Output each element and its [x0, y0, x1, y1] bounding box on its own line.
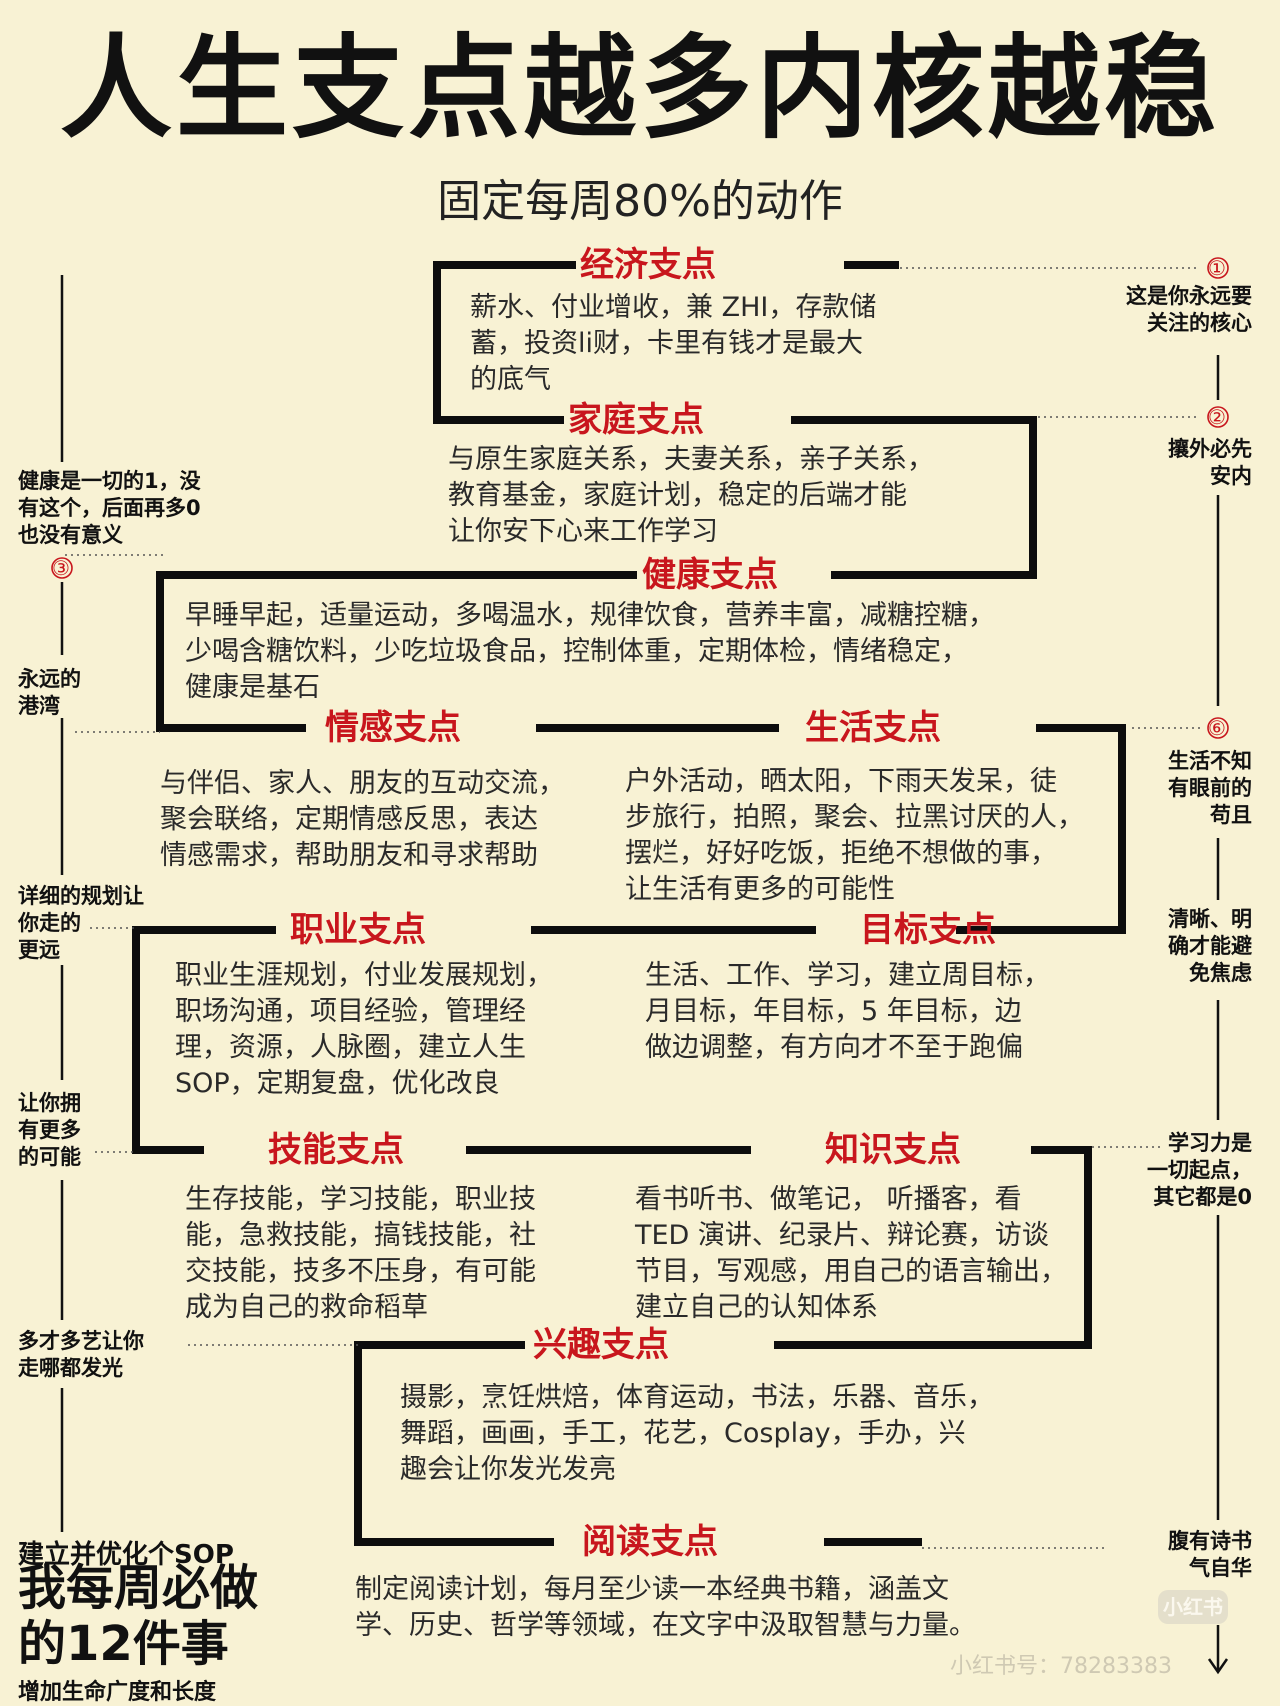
pivot-desc-interest: 摄影，烹饪烘焙，体育运动，书法，乐器、音乐， 舞蹈，画画，手工，花艺，Cospl…: [400, 1382, 994, 1485]
pivot-desc-emotion: 与伴侣、家人、朋友的互动交流， 聚会联络，定期情感反思，表达 情感需求，帮助朋友…: [160, 768, 565, 871]
pivot-desc-life: 户外活动，晒太阳，下雨天发呆，徒 步旅行，拍照，聚会、拉黑讨厌的人， 摆烂，好好…: [625, 766, 1084, 905]
note-family: 攘外必先 安内: [1168, 437, 1252, 488]
circle-marker: [1207, 257, 1229, 279]
footer-heading-1: 我每周必做: [18, 1560, 259, 1616]
arrow-head: [1207, 1658, 1229, 1675]
pivot-title-interest: 兴趣支点: [533, 1325, 669, 1365]
pivot-desc-health: 早睡早起，适量运动，多喝温水，规律饮食，营养丰富，减糖控糖， 少喝含糖饮料，少吃…: [185, 600, 995, 703]
pivot-title-health: 健康支点: [642, 555, 778, 595]
pivot-desc-knowledge: 看书听书、做笔记， 听播客，看 TED 演讲、纪录片、辩论赛，访谈 节目，写观感…: [635, 1184, 1067, 1323]
pivot-title-life: 生活支点: [805, 708, 941, 748]
circle-marker: [1207, 717, 1229, 739]
main-title: 人生支点越多内核越稳: [60, 24, 1220, 154]
note-learn: 学习力是 一切起点， 其它都是0: [1147, 1131, 1252, 1209]
pivot-title-career: 职业支点: [290, 910, 426, 950]
path-segment: [433, 261, 576, 424]
circle-number-6: ⑥: [1208, 716, 1226, 740]
pivot-desc-career: 职业生涯规划，付业发展规划， 职场沟通，项目经验，管理经 理，资源，人脉圈，建立…: [175, 960, 553, 1099]
pivot-title-knowledge: 知识支点: [825, 1130, 961, 1170]
pivot-desc-family: 与原生家庭关系，夫妻关系，亲子关系， 教育基金，家庭计划，稳定的后端才能 让你安…: [448, 444, 934, 547]
note-goal: 清晰、明 确才能避 免焦虑: [1168, 907, 1252, 985]
footer-sop: 建立并优化个SOP: [18, 1540, 234, 1570]
path-segment: [791, 416, 1037, 579]
note-harbor: 永远的 港湾: [18, 667, 81, 718]
watermark-logo: 小红书: [1158, 1590, 1228, 1624]
pivot-title-reading: 阅读支点: [582, 1522, 718, 1562]
footer-tagline: 增加生命广度和长度: [18, 1680, 217, 1705]
pivot-desc-economy: 薪水、付业增收，兼 ZHI，存款储 蓄，投资li财，卡里有钱才是最大 的底气: [470, 292, 877, 395]
note-talent: 多才多艺让你 走哪都发光: [18, 1329, 144, 1380]
circle-number-2: ②: [1208, 405, 1226, 429]
pivot-desc-skill: 生存技能，学习技能，职业技 能，急救技能，搞钱技能，社 交技能，技多不压身，有可…: [185, 1184, 536, 1323]
pivot-title-economy: 经济支点: [580, 245, 716, 285]
circle-number-3: ③: [52, 556, 70, 580]
circle-marker: [1207, 406, 1229, 428]
note-core: 这是你永远要 关注的核心: [1126, 284, 1252, 335]
pivot-title-family: 家庭支点: [568, 400, 704, 440]
pivot-title-skill: 技能支点: [268, 1130, 404, 1170]
circle-marker: [51, 557, 73, 579]
pivot-desc-reading: 制定阅读计划，每月至少读一本经典书籍，涵盖文 学、历史、哲学等领域，在文字中汲取…: [355, 1574, 976, 1641]
path-segment: [956, 724, 1126, 934]
note-plan: 详细的规划让 你走的 更远: [18, 884, 144, 962]
pivot-desc-goal: 生活、工作、学习，建立周目标， 月目标，年目标，5 年目标，边 做边调整，有方向…: [645, 960, 1050, 1063]
path-segment: [132, 926, 276, 1154]
pivot-title-emotion: 情感支点: [325, 708, 461, 748]
note-poem: 腹有诗书 气自华: [1168, 1529, 1252, 1580]
watermark-id: 小红书号：78283383: [950, 1654, 1172, 1679]
note-more: 让你拥 有更多 的可能: [18, 1091, 81, 1169]
circle-number-1: ①: [1208, 256, 1226, 280]
path-segment: [354, 1341, 554, 1546]
path-segment: [774, 1146, 1092, 1349]
pivot-title-goal: 目标支点: [860, 910, 996, 950]
path-segment: [156, 571, 637, 732]
subtitle: 固定每周80%的动作: [437, 176, 843, 227]
note-life: 生活不知 有眼前的 苟且: [1168, 749, 1252, 827]
footer-heading-2: 的12件事: [18, 1616, 229, 1672]
note-health: 健康是一切的1，没 有这个，后面再多0 也没有意义: [18, 469, 201, 547]
